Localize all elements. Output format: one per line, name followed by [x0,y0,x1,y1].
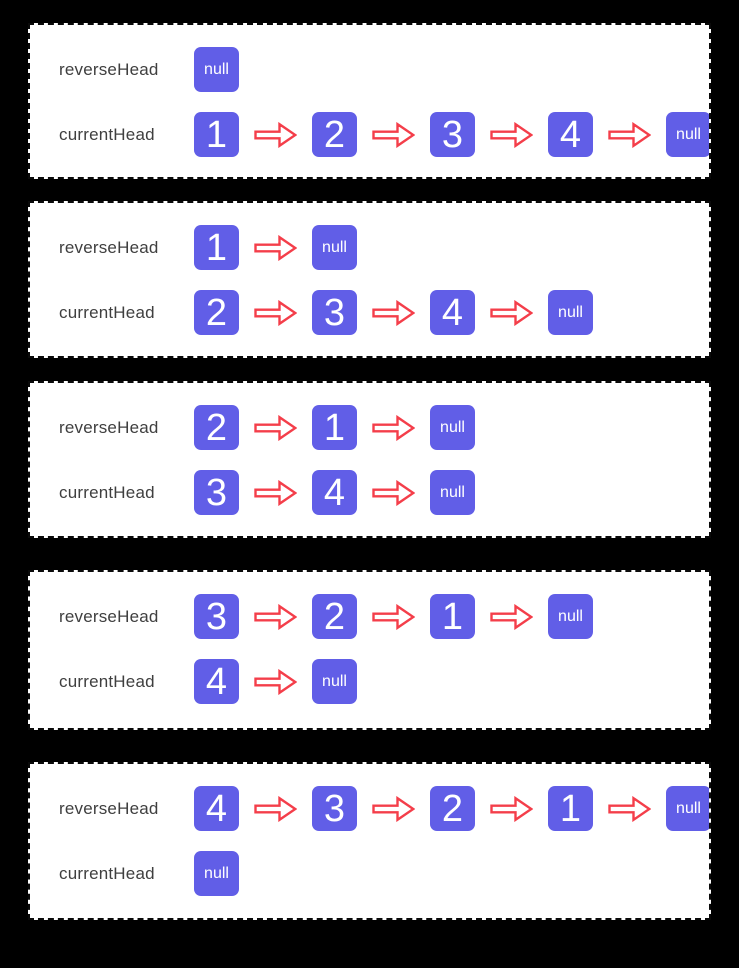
list-node: 4 [194,659,239,704]
reverse-head-row: reverseHead null [59,47,709,92]
arrow-right-icon [608,795,651,822]
list-node: 2 [194,405,239,450]
list-node: 3 [312,786,357,831]
current-head-row-label: currentHead [59,302,155,322]
list-node: 4 [430,290,475,335]
list-node: 3 [194,470,239,515]
list-node: 4 [194,786,239,831]
reverse-head-row-label: reverseHead [59,417,159,437]
arrow-right-icon [254,234,297,261]
reverse-head-row-label: reverseHead [59,606,159,626]
null-node: null [548,594,593,639]
list-node: 4 [312,470,357,515]
arrow-right-icon [490,121,533,148]
reverse-head-row-label: reverseHead [59,798,159,818]
list-node: 2 [430,786,475,831]
arrow-right-icon [254,479,297,506]
current-head-row-label: currentHead [59,863,155,883]
null-node: null [430,470,475,515]
arrow-right-icon [372,299,415,326]
list-node: 2 [312,112,357,157]
current-head-row: currentHead 4 null [59,659,709,704]
null-node: null [312,225,357,270]
reverse-head-row: reverseHead 4 3 2 1 null [59,786,709,831]
step-panel-4: reverseHead 3 2 1 null currentHead 4 null [28,570,711,730]
list-node: 4 [548,112,593,157]
list-node: 3 [312,290,357,335]
null-node: null [666,112,709,157]
list-node: 1 [548,786,593,831]
arrow-right-icon [372,414,415,441]
reverse-head-row-label: reverseHead [59,237,159,257]
arrow-right-icon [254,121,297,148]
step-panel-2: reverseHead 1 null currentHead 2 3 4 null [28,201,711,358]
reverse-head-row: reverseHead 1 null [59,225,709,270]
null-node: null [548,290,593,335]
null-node: null [194,851,239,896]
current-head-row: currentHead 1 2 3 4 null [59,112,709,157]
list-node: 2 [312,594,357,639]
list-node: 1 [194,112,239,157]
step-panel-3: reverseHead 2 1 null currentHead 3 4 null [28,381,711,538]
reverse-head-row: reverseHead 2 1 null [59,405,709,450]
arrow-right-icon [254,795,297,822]
list-node: 3 [194,594,239,639]
arrow-right-icon [372,121,415,148]
current-head-row: currentHead null [59,851,709,896]
step-panel-5: reverseHead 4 3 2 1 null currentHead null [28,762,711,920]
list-node: 2 [194,290,239,335]
current-head-row-label: currentHead [59,124,155,144]
arrow-right-icon [372,795,415,822]
step-panel-1: reverseHead null currentHead 1 2 3 4 null [28,23,711,179]
null-node: null [430,405,475,450]
arrow-right-icon [254,299,297,326]
arrow-right-icon [490,299,533,326]
current-head-row-label: currentHead [59,482,155,502]
list-node: 1 [430,594,475,639]
null-node: null [666,786,709,831]
current-head-row-label: currentHead [59,671,155,691]
arrow-right-icon [608,121,651,148]
arrow-right-icon [372,479,415,506]
arrow-right-icon [490,795,533,822]
arrow-right-icon [254,668,297,695]
reverse-head-row-label: reverseHead [59,59,159,79]
arrow-right-icon [254,603,297,630]
null-node: null [312,659,357,704]
arrow-right-icon [490,603,533,630]
current-head-row: currentHead 3 4 null [59,470,709,515]
list-node: 1 [312,405,357,450]
null-node: null [194,47,239,92]
current-head-row: currentHead 2 3 4 null [59,290,709,335]
arrow-right-icon [254,414,297,441]
arrow-right-icon [372,603,415,630]
reverse-head-row: reverseHead 3 2 1 null [59,594,709,639]
list-node: 1 [194,225,239,270]
list-node: 3 [430,112,475,157]
